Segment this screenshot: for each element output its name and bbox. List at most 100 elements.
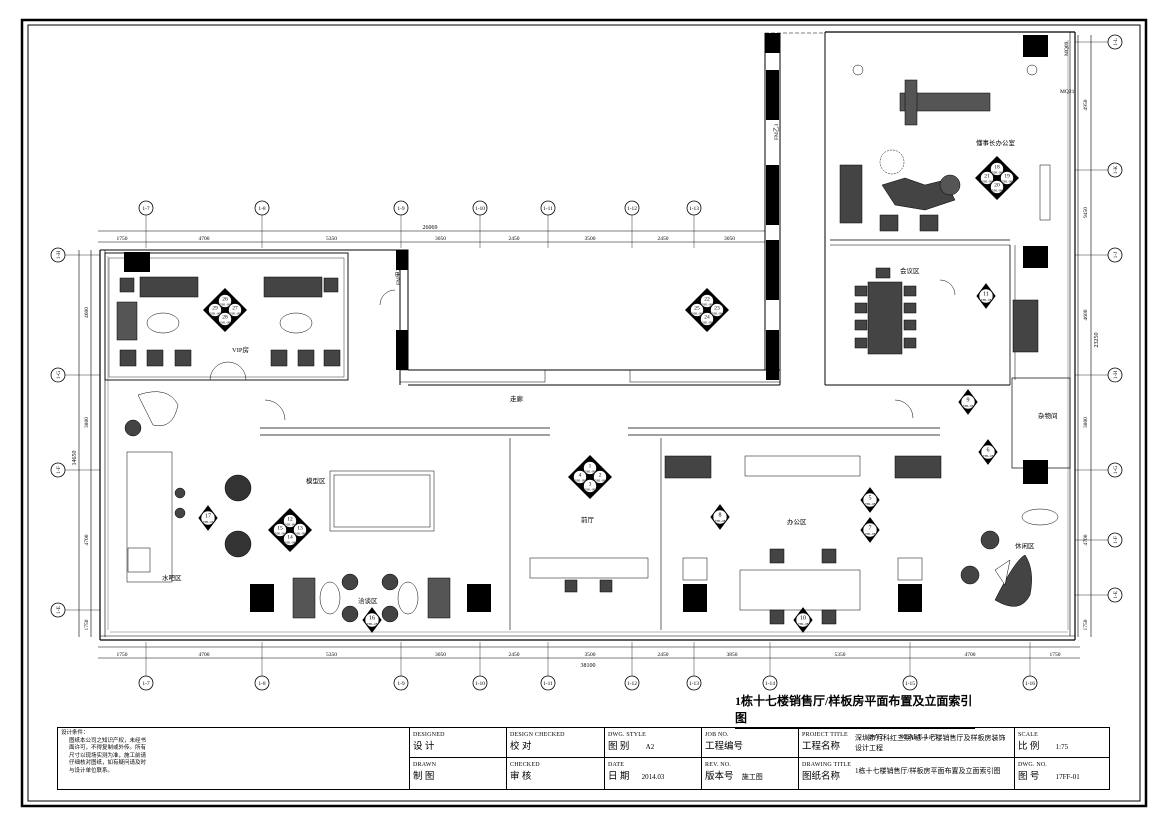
axis-right-3-label: 1-H bbox=[1113, 371, 1119, 380]
job-cell: JOB NO.工程编号 bbox=[702, 728, 799, 758]
axis-right-3: 1-H bbox=[1107, 367, 1123, 383]
outer-border bbox=[20, 18, 1148, 808]
index-number-17: 17 bbox=[205, 514, 211, 520]
index-tag-24: YBL-08 bbox=[702, 321, 712, 325]
top-dim-3: 3050 bbox=[435, 236, 446, 242]
index-tag-23: YBL-08 bbox=[712, 312, 722, 316]
index-number-15: 15 bbox=[277, 526, 283, 532]
bottom-dim-3: 3050 bbox=[435, 652, 446, 658]
index-tag-14: YBL-08 bbox=[285, 541, 295, 545]
left-dimension-line bbox=[78, 250, 92, 637]
scale-note: SCALE 1:75 bbox=[898, 732, 938, 741]
left-dim-2: 4700 bbox=[84, 534, 90, 545]
design-notes: 设计条件： 图纸本公司之知识产权，未经书面许可，不得复制或外传。所有尺寸以现场实… bbox=[58, 728, 410, 789]
label-vip-room: VIP房 bbox=[232, 345, 249, 354]
axis-top-6-label: 1-13 bbox=[689, 206, 699, 212]
index-number-23: 23 bbox=[714, 306, 720, 312]
index-tag-3: YBL-08 bbox=[585, 488, 595, 492]
axis-right-1-label: 1-K bbox=[1113, 166, 1119, 175]
axis-left-2-label: 1-F bbox=[56, 466, 62, 474]
index-tag-22: YBL-08 bbox=[702, 303, 712, 307]
public-furniture bbox=[124, 391, 1059, 625]
window-strip bbox=[107, 40, 1069, 633]
index-number-24: 24 bbox=[704, 315, 710, 321]
axis-right-4: 1-G bbox=[1107, 462, 1123, 478]
index-number-29: 29 bbox=[212, 306, 218, 312]
axis-left-1: 1-G bbox=[50, 367, 66, 383]
index-number-12: 12 bbox=[287, 517, 293, 523]
index-number-6: 6 bbox=[987, 448, 990, 454]
axis-bottom-6: 1-13 bbox=[686, 675, 702, 691]
index-number-2: 2 bbox=[599, 473, 602, 479]
index-tag-6: YBL-08 bbox=[983, 454, 994, 458]
index-number-7: 7 bbox=[869, 526, 872, 532]
axis-right-5: 1-F bbox=[1107, 532, 1123, 548]
index-number-20: 20 bbox=[994, 183, 1000, 189]
top-dimension-line bbox=[98, 230, 765, 243]
top-dim-0: 1750 bbox=[117, 236, 128, 242]
label-lounge: 休闲区 bbox=[1015, 541, 1035, 550]
top-dim-2: 5350 bbox=[326, 236, 337, 242]
drawing-title-text: 1栋十七楼销售厅/样板房平面布置及立面索引图 bbox=[735, 692, 975, 729]
bottom-dim-2: 5350 bbox=[326, 652, 337, 658]
axis-bottom-7: 1-14 bbox=[762, 675, 778, 691]
index-tag-28: YBL-08 bbox=[220, 321, 230, 325]
index-tag-18: YBL-08 bbox=[992, 171, 1002, 175]
index-tag-4: YBL-08 bbox=[575, 479, 585, 483]
bottom-dim-9: 4700 bbox=[965, 652, 976, 658]
label-office: 办公区 bbox=[787, 517, 807, 526]
axis-bottom-1-label: 1-8 bbox=[258, 681, 266, 687]
axis-right-2: 1-J bbox=[1107, 247, 1123, 263]
index-number-18: 18 bbox=[994, 165, 1000, 171]
index-tag-16: YBL-08 bbox=[367, 622, 378, 626]
index-number-25: 25 bbox=[694, 306, 700, 312]
index-number-22: 22 bbox=[704, 297, 710, 303]
axis-bottom-4-label: 1-11 bbox=[543, 681, 553, 687]
axis-right-6-label: 1-E bbox=[1113, 590, 1119, 599]
index-tag-1: YBL-08 bbox=[585, 470, 595, 474]
index-number-9: 9 bbox=[967, 398, 970, 404]
drawing-title: 1栋十七楼销售厅/样板房平面布置及立面索引图 @A2 SCALE 1:75 bbox=[735, 692, 975, 741]
bottom-dimension-line bbox=[98, 646, 1080, 659]
index-tag-20: YBL-08 bbox=[992, 189, 1002, 193]
bottom-dim-10: 1750 bbox=[1050, 652, 1061, 658]
top-dim-1: 4700 bbox=[199, 236, 210, 242]
index-tag-21: YBL-08 bbox=[982, 180, 992, 184]
right-dim-1: 9450 bbox=[1083, 207, 1089, 218]
axis-bottom-2: 1-9 bbox=[393, 675, 409, 691]
index-tag-7: YBL-08 bbox=[865, 532, 876, 536]
label-storage: 杂物间 bbox=[1038, 411, 1058, 420]
bottom-dim-7: 3850 bbox=[727, 652, 738, 658]
index-number-14: 14 bbox=[287, 535, 293, 541]
bottom-dim-4: 2450 bbox=[509, 652, 520, 658]
index-tag-5: YBL-08 bbox=[865, 502, 876, 506]
axis-bottom-4: 1-11 bbox=[540, 675, 556, 691]
left-dim-0: 4600 bbox=[84, 307, 90, 318]
index-number-21: 21 bbox=[984, 174, 990, 180]
axis-bottom-0-label: 1-7 bbox=[142, 681, 150, 687]
index-number-5: 5 bbox=[869, 496, 872, 502]
axis-left-3-label: 1-E bbox=[56, 605, 62, 614]
label-corridor: 走廊 bbox=[510, 394, 524, 403]
meeting-furniture bbox=[854, 267, 1039, 355]
axis-bottom-3-label: 1-10 bbox=[475, 681, 485, 687]
chairman-furniture bbox=[839, 64, 1051, 232]
index-number-16: 16 bbox=[369, 616, 375, 622]
axis-right-5-label: 1-F bbox=[1113, 536, 1119, 544]
label-model: 模型区 bbox=[306, 476, 326, 485]
axis-left-0: 1-H bbox=[50, 247, 66, 263]
index-number-28: 28 bbox=[222, 315, 228, 321]
axis-right-1: 1-K bbox=[1107, 162, 1123, 178]
